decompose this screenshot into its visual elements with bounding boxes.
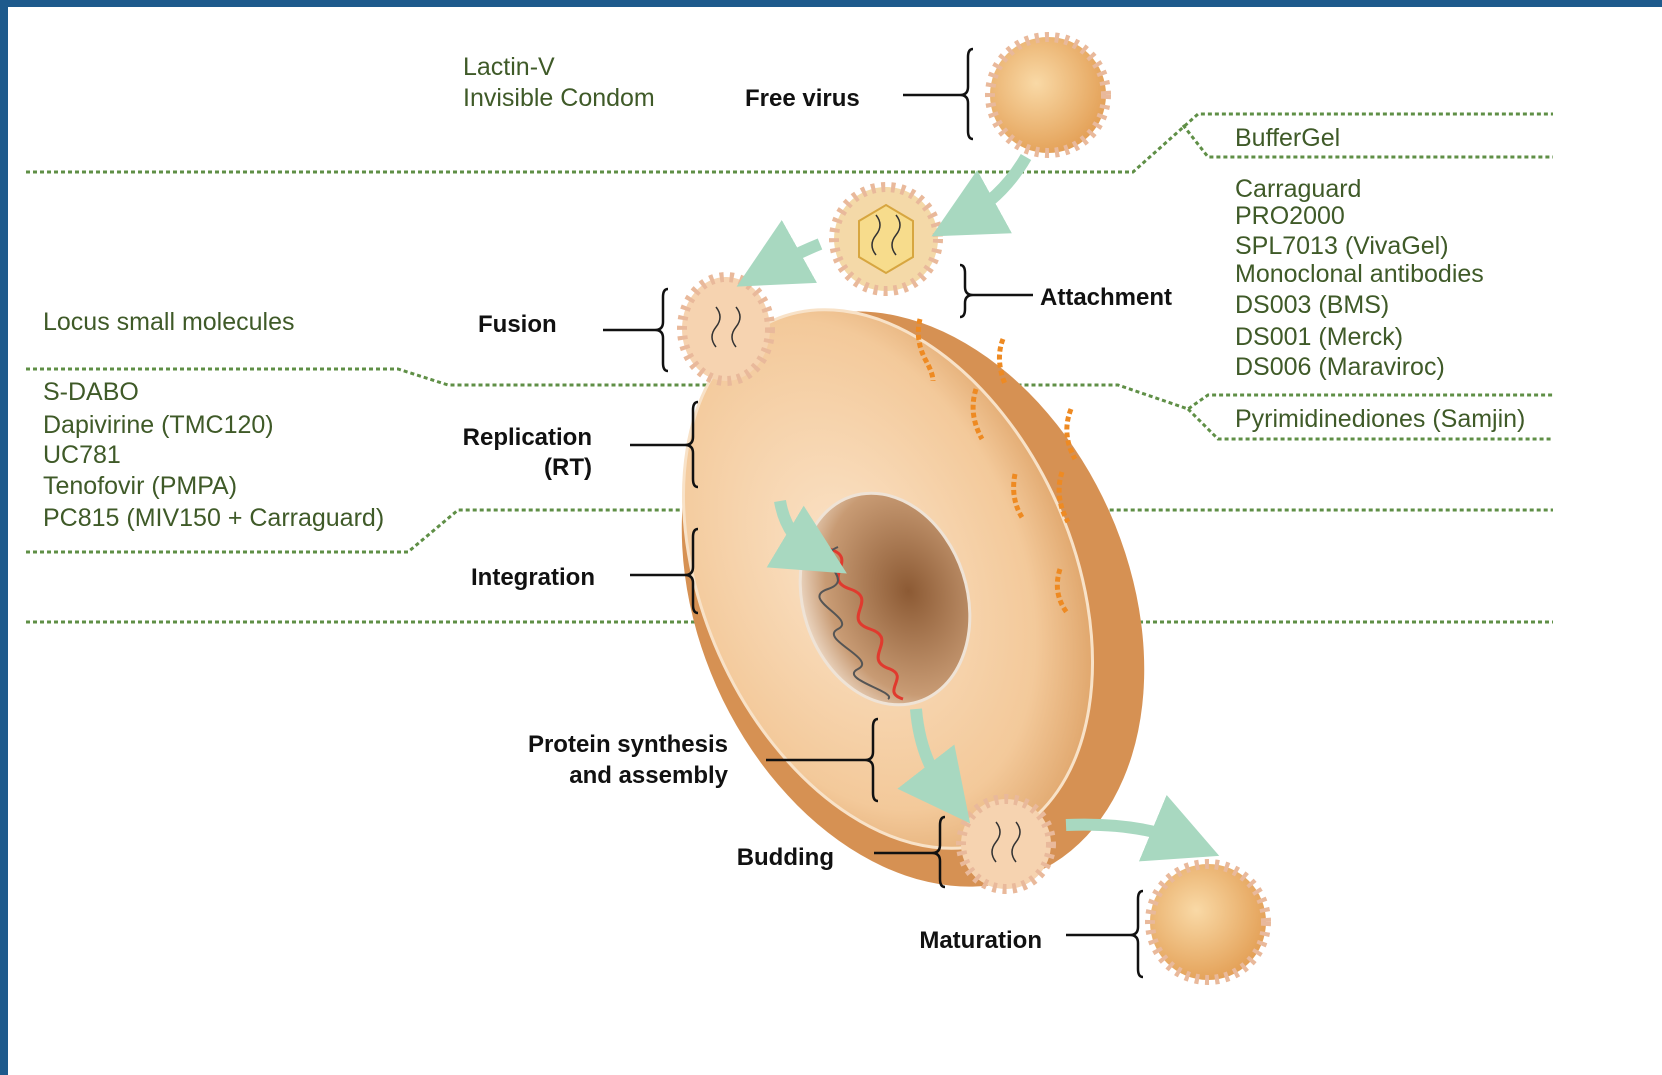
mature-virus-icon	[1150, 864, 1266, 980]
drug-pc815: PC815 (MIV150 + Carraguard)	[43, 504, 384, 532]
stage-attachment: Attachment	[1040, 284, 1172, 311]
drug-uc781: UC781	[43, 441, 121, 469]
drug-carraguard: Carraguard	[1235, 175, 1361, 203]
arrow-free-to-attach	[963, 157, 1026, 219]
stage-fusion: Fusion	[478, 311, 557, 338]
drug-ds003: DS003 (BMS)	[1235, 291, 1389, 319]
drug-lactin-v: Lactin-V	[463, 53, 555, 81]
drug-spl7013: SPL7013 (VivaGel)	[1235, 232, 1449, 260]
stage-protein-2: and assembly	[569, 762, 728, 789]
drug-pro2000: PRO2000	[1235, 202, 1345, 230]
drug-pyrimidinediones: Pyrimidinediones (Samjin)	[1235, 405, 1525, 433]
drug-dapivirine: Dapivirine (TMC120)	[43, 411, 274, 439]
drug-locus: Locus small molecules	[43, 308, 295, 336]
drug-ds001: DS001 (Merck)	[1235, 323, 1403, 351]
attaching-virus-icon	[834, 187, 938, 291]
drug-tenofovir: Tenofovir (PMPA)	[43, 472, 237, 500]
drug-monoclonal: Monoclonal antibodies	[1235, 260, 1484, 288]
bracket-fusion	[655, 289, 668, 371]
hiv-lifecycle-diagram: Free virus Attachment Fusion Replication…	[8, 7, 1662, 1075]
drug-invisible-condom: Invisible Condom	[463, 84, 655, 112]
drug-buffergel: BufferGel	[1235, 124, 1340, 152]
budding-virus-icon	[961, 799, 1051, 889]
stage-replication-2: (RT)	[544, 454, 592, 481]
stage-protein-1: Protein synthesis	[528, 731, 728, 758]
fusion-virus-icon	[682, 277, 770, 381]
diagram-canvas: Free virus Attachment Fusion Replication…	[8, 7, 1662, 1075]
stage-maturation: Maturation	[919, 927, 1042, 954]
stage-free-virus: Free virus	[745, 85, 860, 112]
free-virus-icon	[990, 37, 1106, 153]
bracket-maturation	[1130, 891, 1143, 977]
bracket-free-virus	[960, 49, 973, 139]
stage-replication-1: Replication	[463, 424, 592, 451]
arrow-attach-to-fusion	[768, 244, 820, 269]
stage-budding: Budding	[737, 844, 834, 871]
drug-s-dabo: S-DABO	[43, 378, 139, 406]
drug-ds006: DS006 (Maraviroc)	[1235, 353, 1445, 381]
bracket-attachment	[960, 265, 973, 317]
stage-integration: Integration	[471, 564, 595, 591]
